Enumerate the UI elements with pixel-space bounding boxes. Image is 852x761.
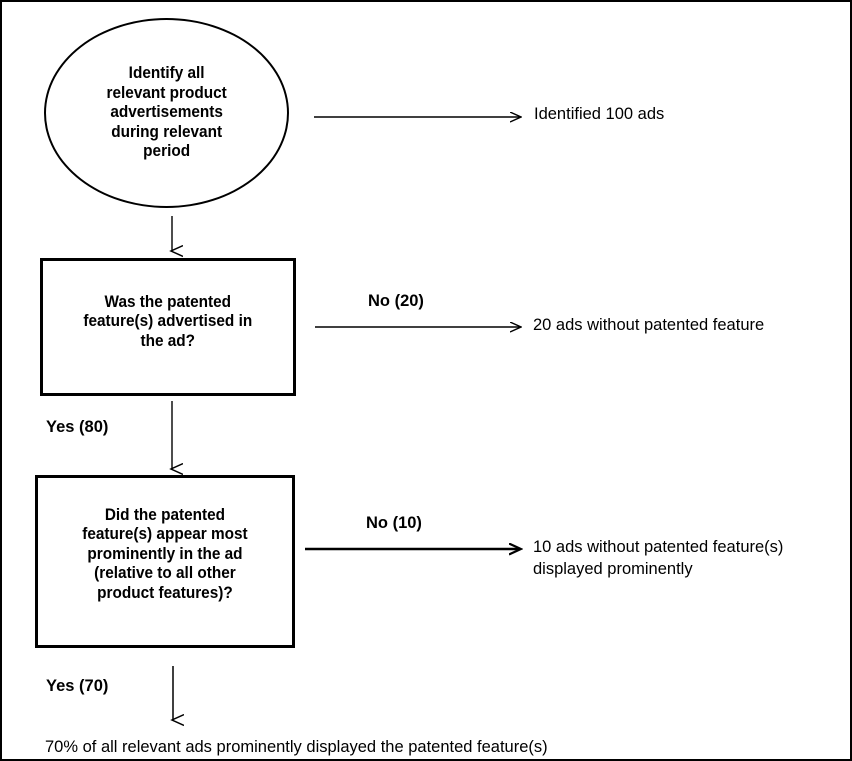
output-identified-ads: Identified 100 ads xyxy=(534,105,665,123)
edge-label-no-10: No (10) xyxy=(366,514,422,532)
edge-label-yes-70: Yes (70) xyxy=(46,677,109,695)
output-not-prominent: 10 ads without patented feature(s) displ… xyxy=(533,538,784,579)
node-decision-prominent-label: Did the patented feature(s) appear most … xyxy=(82,506,248,602)
output-conclusion: 70% of all relevant ads prominently disp… xyxy=(45,738,548,756)
edge-label-no-20: No (20) xyxy=(368,292,424,310)
node-decision-prominent[interactable]: Did the patented feature(s) appear most … xyxy=(35,475,295,648)
node-decision-advertised[interactable]: Was the patented feature(s) advertised i… xyxy=(40,258,296,396)
output-no-patented-feature: 20 ads without patented feature xyxy=(533,316,765,334)
node-start-label: Identify all relevant product advertisem… xyxy=(106,64,227,161)
node-start[interactable]: Identify all relevant product advertisem… xyxy=(44,18,289,208)
node-decision-advertised-label: Was the patented feature(s) advertised i… xyxy=(83,293,253,350)
edge-label-yes-80: Yes (80) xyxy=(46,418,109,436)
